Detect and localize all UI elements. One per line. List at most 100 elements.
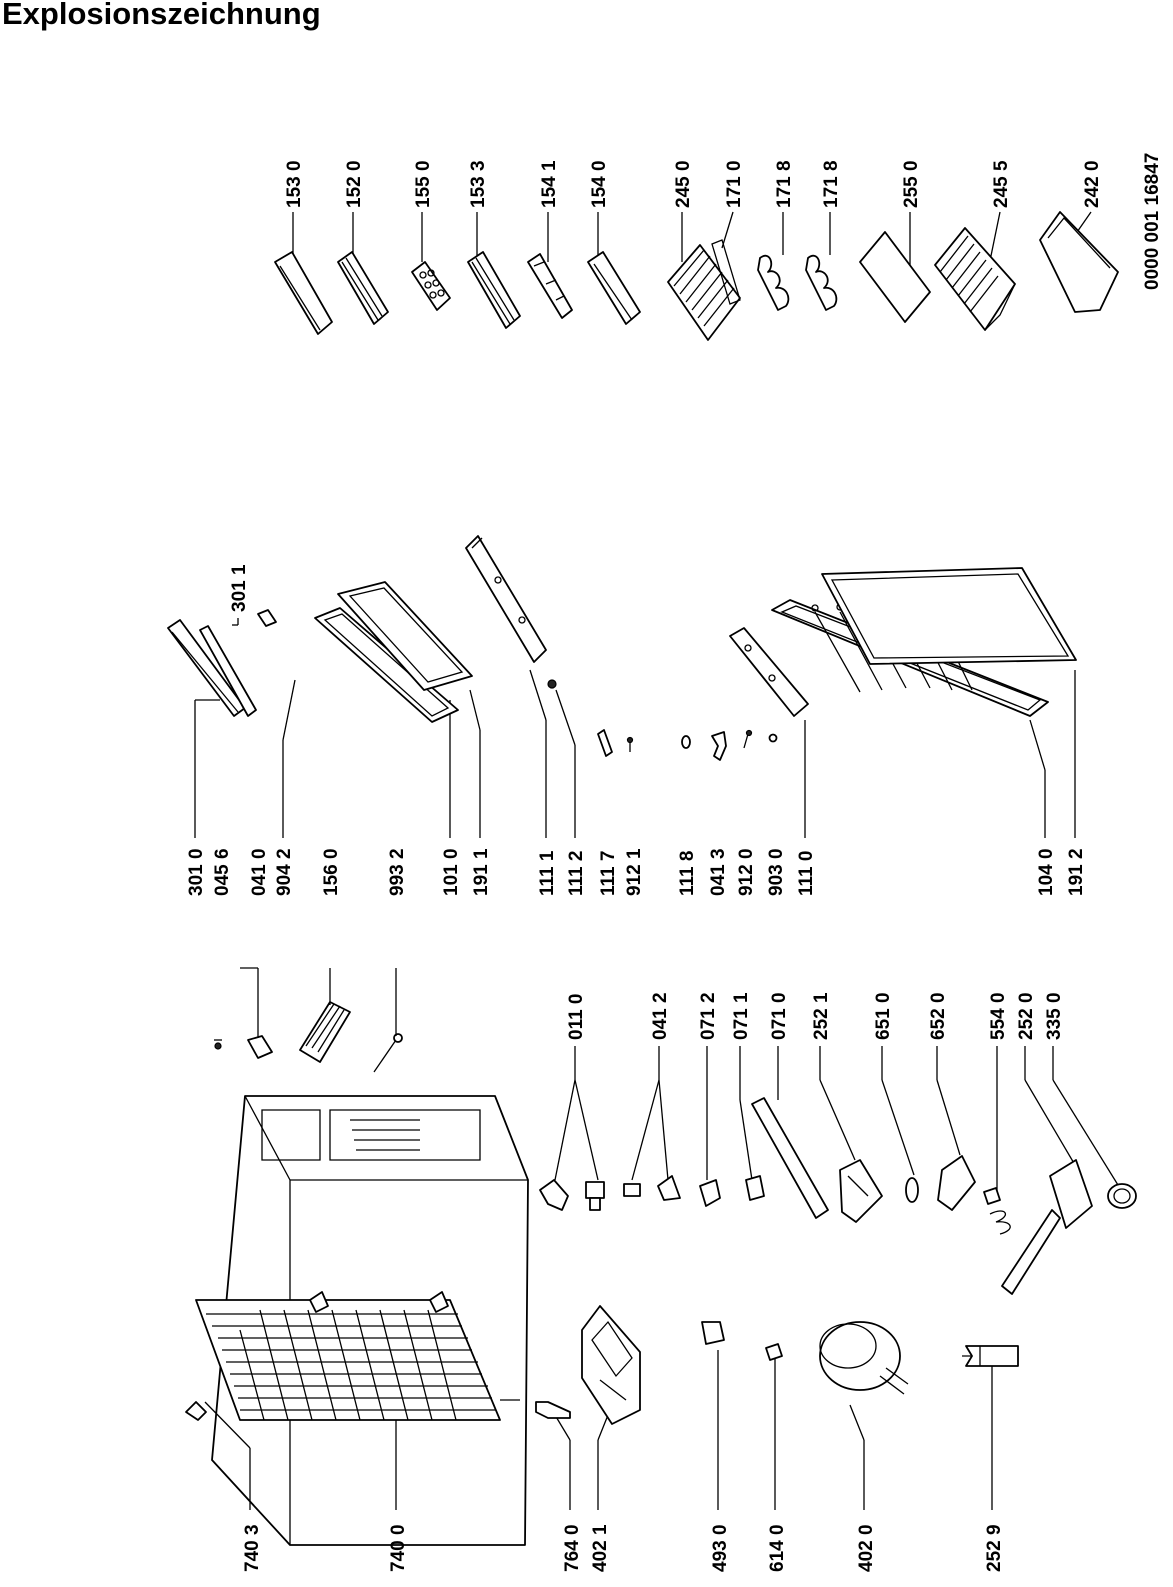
part-245-0-wire-shelf	[667, 244, 741, 341]
label-104-0: 104 0	[1036, 848, 1057, 896]
label-071-0: 071 0	[769, 992, 790, 1040]
label-402-1: 402 1	[590, 1524, 611, 1572]
part-041-3-hinge-pin	[711, 731, 727, 761]
label-191-2: 191 2	[1066, 848, 1087, 896]
label-101-0: 101 0	[441, 848, 462, 896]
middle-row-labels: 301 1 301 0 045 6 041 0 904 2 156 0 993 …	[186, 564, 1087, 896]
label-652-0: 652 0	[928, 992, 949, 1040]
part-041-2-bolt	[623, 1183, 641, 1197]
part-402-0-compressor	[819, 1321, 909, 1395]
part-402-1-drip-tray	[581, 1305, 641, 1425]
label-252-1: 252 1	[811, 992, 832, 1040]
part-171-0-frame	[711, 239, 741, 305]
label-111-0: 111 0	[796, 851, 817, 896]
label-041-2: 041 2	[650, 992, 671, 1040]
label-242-0: 242 0	[1082, 160, 1103, 208]
part-071-0-rail	[751, 1097, 829, 1219]
label-252-9: 252 9	[984, 1524, 1005, 1572]
label-301-1: 301 1	[229, 564, 250, 612]
part-912-1-screw	[626, 736, 634, 752]
part-912-0-screw	[743, 729, 753, 749]
label-154-0: 154 0	[589, 160, 610, 208]
label-171-8a: 171 8	[774, 160, 795, 208]
label-335-0: 335 0	[1044, 992, 1065, 1040]
label-071-2: 071 2	[698, 992, 719, 1040]
part-111-2-nut	[547, 679, 557, 689]
part-614-0-grommet	[765, 1343, 783, 1361]
top-row-labels: 153 0 152 0 155 0 153 3 154 1 154 0 245 …	[284, 160, 1103, 208]
label-152-0: 152 0	[344, 160, 365, 208]
part-156-0-ice-tray	[299, 1001, 351, 1063]
label-912-1: 912 1	[624, 848, 645, 896]
part-071-1-clip	[745, 1175, 765, 1201]
part-245-5-freezer-basket	[934, 227, 1016, 331]
label-155-0: 155 0	[413, 160, 434, 208]
part-993-2-sensor	[373, 1033, 403, 1073]
label-153-0: 153 0	[284, 160, 305, 208]
part-252-9-starter	[962, 1345, 1019, 1367]
label-041-3: 041 3	[708, 848, 729, 896]
label-245-0: 245 0	[673, 160, 694, 208]
part-171-8b-clip	[805, 254, 838, 311]
part-252-0-thermostat	[1001, 1159, 1093, 1295]
part-493-0-relay	[701, 1321, 725, 1345]
part-111-1-hinge-bar	[465, 535, 547, 663]
part-651-0-lamp	[905, 1177, 919, 1203]
label-252-0: 252 0	[1016, 992, 1037, 1040]
part-153-0-door-shelf	[274, 251, 333, 335]
part-152-0-door-shelf	[337, 251, 389, 325]
label-045-6: 045 6	[212, 848, 233, 896]
part-255-0-glass-plate	[859, 231, 931, 323]
label-111-7: 111 7	[598, 851, 619, 896]
label-153-3: 153 3	[468, 160, 489, 208]
page-title: Explosionszeichnung	[2, 0, 321, 31]
part-154-0-shelf	[587, 251, 641, 325]
part-154-1-shelf-rail	[527, 253, 573, 319]
part-652-0-lamp-holder	[937, 1155, 976, 1211]
middle-row-leaders	[194, 618, 1076, 838]
label-301-0: 301 0	[186, 848, 207, 896]
bottom-labels: 740 3 740 0 764 0 402 1 493 0 614 0 402 …	[242, 1524, 1005, 1572]
label-191-1: 191 1	[471, 848, 492, 896]
part-111-8-washer	[681, 735, 691, 749]
part-041-2-bracket	[657, 1175, 681, 1201]
bottom-leaders	[204, 1350, 993, 1510]
label-764-0: 764 0	[562, 1524, 583, 1572]
label-651-0: 651 0	[873, 992, 894, 1040]
label-493-0: 493 0	[710, 1524, 731, 1572]
drawing-number: 0000 001 16847	[1142, 153, 1163, 290]
label-171-0: 171 0	[724, 160, 745, 208]
part-191-1-door-gasket	[337, 581, 473, 691]
label-171-8b: 171 8	[821, 160, 842, 208]
part-041-0-bracket	[247, 1035, 273, 1059]
small-parts-leaders	[554, 1046, 1119, 1200]
label-011-0: 011 0	[566, 994, 587, 1041]
part-153-3-door-shelf	[467, 251, 521, 329]
label-903-0: 903 0	[766, 848, 787, 896]
label-554-0: 554 0	[988, 992, 1009, 1040]
label-245-5: 245 5	[991, 160, 1012, 208]
part-903-0-cap	[768, 733, 778, 743]
part-111-7-pin	[597, 729, 613, 757]
label-111-1: 111 1	[537, 850, 558, 896]
label-111-8: 111 8	[677, 851, 698, 896]
label-904-2: 904 2	[274, 848, 295, 896]
part-335-0-knob	[1107, 1183, 1137, 1209]
small-parts-labels: 011 0 041 2 071 2 071 1 071 0 252 1 651 …	[566, 992, 1065, 1040]
label-041-0: 041 0	[249, 848, 270, 896]
label-614-0: 614 0	[767, 1524, 788, 1572]
label-156-0: 156 0	[321, 848, 342, 896]
label-912-0: 912 0	[736, 848, 757, 896]
label-255-0: 255 0	[901, 160, 922, 208]
part-764-0-drier	[535, 1401, 571, 1419]
part-740-0-condenser	[195, 1291, 520, 1421]
label-740-0: 740 0	[388, 1524, 409, 1572]
label-993-2: 993 2	[387, 848, 408, 896]
label-111-2: 111 2	[566, 851, 587, 896]
label-071-1: 071 1	[731, 992, 752, 1040]
part-011-0-foot-b	[585, 1181, 605, 1211]
part-011-0-foot-a	[539, 1179, 569, 1211]
part-301-1-strip	[199, 625, 257, 717]
part-101-0-freezer-door	[314, 607, 459, 723]
